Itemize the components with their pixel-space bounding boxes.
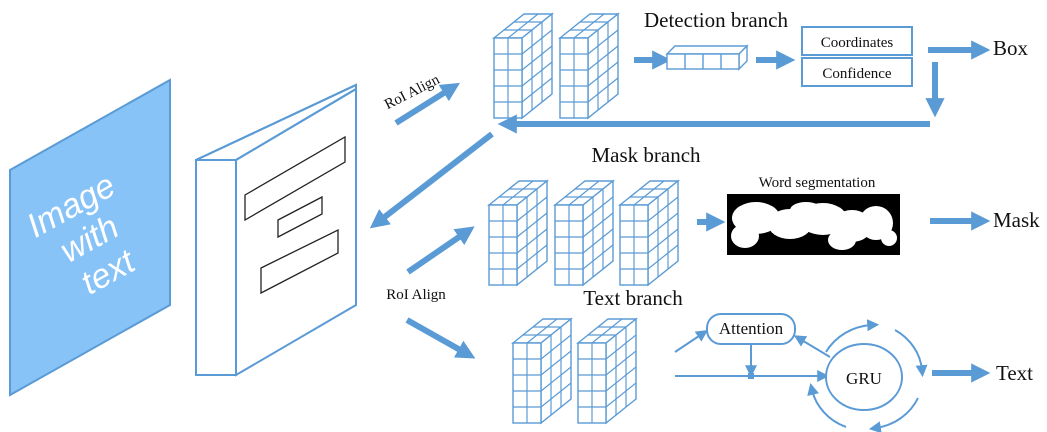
feedback-to-feature-arrow — [369, 131, 494, 229]
roi-align-top-label: RoI Align — [382, 72, 443, 114]
input-image-panel — [9, 78, 171, 397]
text-branch-title: Text branch — [583, 286, 683, 310]
gru-to-attention-arrow — [793, 335, 831, 358]
feature-map — [195, 83, 357, 377]
output-mask: Mask — [993, 208, 1040, 232]
text-block-2 — [576, 317, 638, 425]
feature-region-3 — [260, 228, 339, 295]
confidence-label: Confidence — [822, 66, 891, 82]
mask-block-1 — [487, 179, 549, 287]
roi-align-top-arrow — [394, 82, 461, 126]
text-branch-feature-blocks — [511, 317, 638, 425]
attention-label: Attention — [719, 319, 784, 338]
fc-vector — [665, 44, 749, 71]
to-attention-arrow — [674, 330, 708, 353]
det-block-2 — [558, 12, 620, 120]
roi-to-mask-arrow — [406, 226, 475, 275]
coordinates-box — [801, 26, 913, 56]
merge-node — [748, 373, 754, 379]
roi-align-bottom-label: RoI Align — [386, 287, 446, 303]
input-image-text: Image with text — [21, 166, 143, 302]
detection-branch-title: Detection branch — [644, 8, 789, 32]
gru-node — [825, 343, 903, 411]
detection-branch-feature-blocks — [492, 12, 620, 120]
word-segmentation-image — [727, 194, 900, 255]
mask-block-2 — [553, 179, 615, 287]
confidence-box — [801, 57, 913, 87]
gru-loop — [807, 319, 928, 432]
feature-region-2 — [277, 195, 323, 239]
roi-to-text-arrow — [405, 317, 476, 359]
text-block-1 — [511, 317, 573, 425]
mask-branch-title: Mask branch — [591, 143, 701, 167]
coordinates-label: Coordinates — [821, 35, 894, 51]
input-image: Image with text — [9, 78, 171, 397]
det-block-1 — [492, 12, 554, 120]
gru-label: GRU — [846, 369, 882, 388]
mask-block-3 — [618, 179, 680, 287]
word-segmentation-label: Word segmentation — [759, 175, 876, 191]
output-box: Box — [993, 36, 1029, 60]
feature-region-1 — [244, 135, 346, 222]
feature-map-side — [195, 159, 237, 376]
mask-branch-feature-blocks — [487, 179, 680, 287]
output-text: Text — [996, 361, 1033, 385]
